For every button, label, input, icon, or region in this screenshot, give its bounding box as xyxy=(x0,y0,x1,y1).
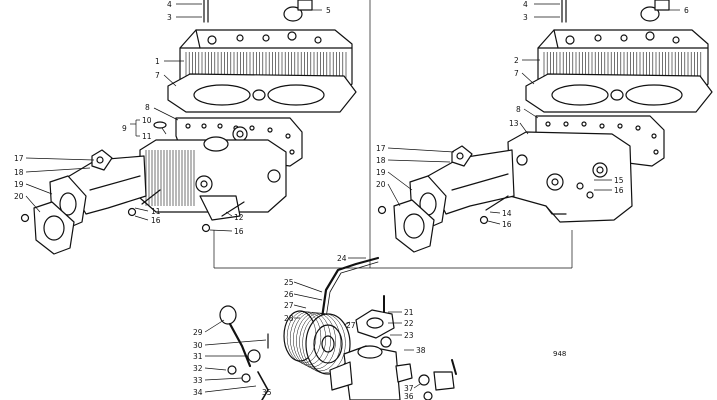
left-label-17: 17 xyxy=(14,154,24,163)
left-label-8: 8 xyxy=(145,103,150,112)
carb-flange-gasket xyxy=(355,309,395,339)
left-flange-plate xyxy=(33,201,75,255)
left-spark-plug xyxy=(283,0,313,22)
left-label-18: 18 xyxy=(14,168,24,177)
right-label-17: 17 xyxy=(376,144,386,153)
left-leader-lines xyxy=(25,3,322,232)
right-label-14: 14 xyxy=(502,209,512,218)
left-label-5: 5 xyxy=(326,6,331,15)
label-32: 32 xyxy=(193,364,203,373)
left-cylinder-head-assembly: 4 3 5 1 7 8 9 10 11 17 18 19 20 11 16 12… xyxy=(14,0,357,255)
label-26: 26 xyxy=(284,290,294,299)
label-21: 21 xyxy=(404,308,414,317)
right-flange-plate xyxy=(393,199,435,253)
right-stud xyxy=(561,0,567,23)
left-head-gasket xyxy=(167,73,357,113)
right-leader-lines xyxy=(387,3,680,225)
left-label-9: 9 xyxy=(122,124,127,133)
left-label-16-low: 16 xyxy=(234,227,244,236)
right-label-16-side: 16 xyxy=(614,186,624,195)
right-part-labels: 4 3 6 2 7 8 13 17 18 19 20 15 16 14 16 xyxy=(376,0,689,229)
filter-ring xyxy=(296,312,336,370)
label-25: 25 xyxy=(284,278,294,287)
label-22: 22 xyxy=(404,319,414,328)
label-28: 28 xyxy=(284,314,294,323)
fuel-pipe xyxy=(320,256,380,320)
right-label-18: 18 xyxy=(376,156,386,165)
right-inlet-pipe xyxy=(427,145,515,215)
label-27-upper: 27 xyxy=(284,301,294,310)
left-label-19: 19 xyxy=(14,180,24,189)
left-stud xyxy=(203,0,209,23)
right-label-2: 2 xyxy=(514,56,519,65)
filter-ring xyxy=(293,311,331,368)
left-label-1: 1 xyxy=(155,57,160,66)
carburettor-assembly: 24 25 26 27 28 27 21 22 23 38 29 30 31 3… xyxy=(193,254,566,400)
left-label-12: 12 xyxy=(234,213,244,222)
left-label-4: 4 xyxy=(167,0,172,9)
right-head-gasket xyxy=(525,73,713,113)
left-washer xyxy=(153,121,167,129)
left-part-labels: 4 3 5 1 7 8 9 10 11 17 18 19 20 11 16 12… xyxy=(14,0,331,236)
right-label-3: 3 xyxy=(523,13,528,22)
filter-ring xyxy=(299,312,341,372)
right-spark-plug xyxy=(640,0,670,22)
label-33: 33 xyxy=(193,376,203,385)
throttle-lever xyxy=(219,305,269,400)
left-fasteners xyxy=(20,189,245,233)
label-36: 36 xyxy=(404,392,414,400)
right-label-19: 19 xyxy=(376,168,386,177)
left-label-11-upper: 11 xyxy=(142,132,152,141)
label-27-lower: 27 xyxy=(346,321,356,330)
right-label-7: 7 xyxy=(514,69,519,78)
left-label-7: 7 xyxy=(155,71,160,80)
right-label-4: 4 xyxy=(523,0,528,9)
connector-lines xyxy=(213,0,573,269)
filter-ring xyxy=(302,313,346,374)
filter-ring xyxy=(289,311,327,366)
left-label-3: 3 xyxy=(167,13,172,22)
bottom-part-labels: 24 25 26 27 28 27 21 22 23 38 29 30 31 3… xyxy=(193,254,426,400)
bottom-leader-lines xyxy=(204,257,421,393)
figure-number: 948 xyxy=(553,350,566,358)
label-37: 37 xyxy=(404,384,414,393)
right-label-15: 15 xyxy=(614,176,624,185)
right-label-16-low: 16 xyxy=(502,220,512,229)
label-38: 38 xyxy=(416,346,426,355)
left-label-16-mid: 16 xyxy=(151,216,161,225)
label-31: 31 xyxy=(193,352,203,361)
label-23: 23 xyxy=(404,331,414,340)
label-24: 24 xyxy=(337,254,347,263)
fuel-tap-fittings xyxy=(418,359,457,400)
right-exhaust-manifold xyxy=(507,131,633,223)
right-label-13: 13 xyxy=(509,119,519,128)
label-29: 29 xyxy=(193,328,203,337)
left-label-20: 20 xyxy=(14,192,24,201)
left-label-11-lower: 11 xyxy=(151,207,161,216)
right-cylinder-head-assembly: 4 3 6 2 7 8 13 17 18 19 20 15 16 14 16 xyxy=(376,0,713,253)
right-label-20: 20 xyxy=(376,180,386,189)
air-filter xyxy=(283,310,351,375)
left-exhaust-manifold xyxy=(139,136,287,221)
right-label-8: 8 xyxy=(516,105,521,114)
left-label-10: 10 xyxy=(142,116,152,125)
label-30: 30 xyxy=(193,341,203,350)
right-label-6: 6 xyxy=(684,6,689,15)
carburettor-body xyxy=(329,336,413,400)
label-34: 34 xyxy=(193,388,203,397)
label-35: 35 xyxy=(262,388,272,397)
right-fasteners xyxy=(377,182,594,225)
